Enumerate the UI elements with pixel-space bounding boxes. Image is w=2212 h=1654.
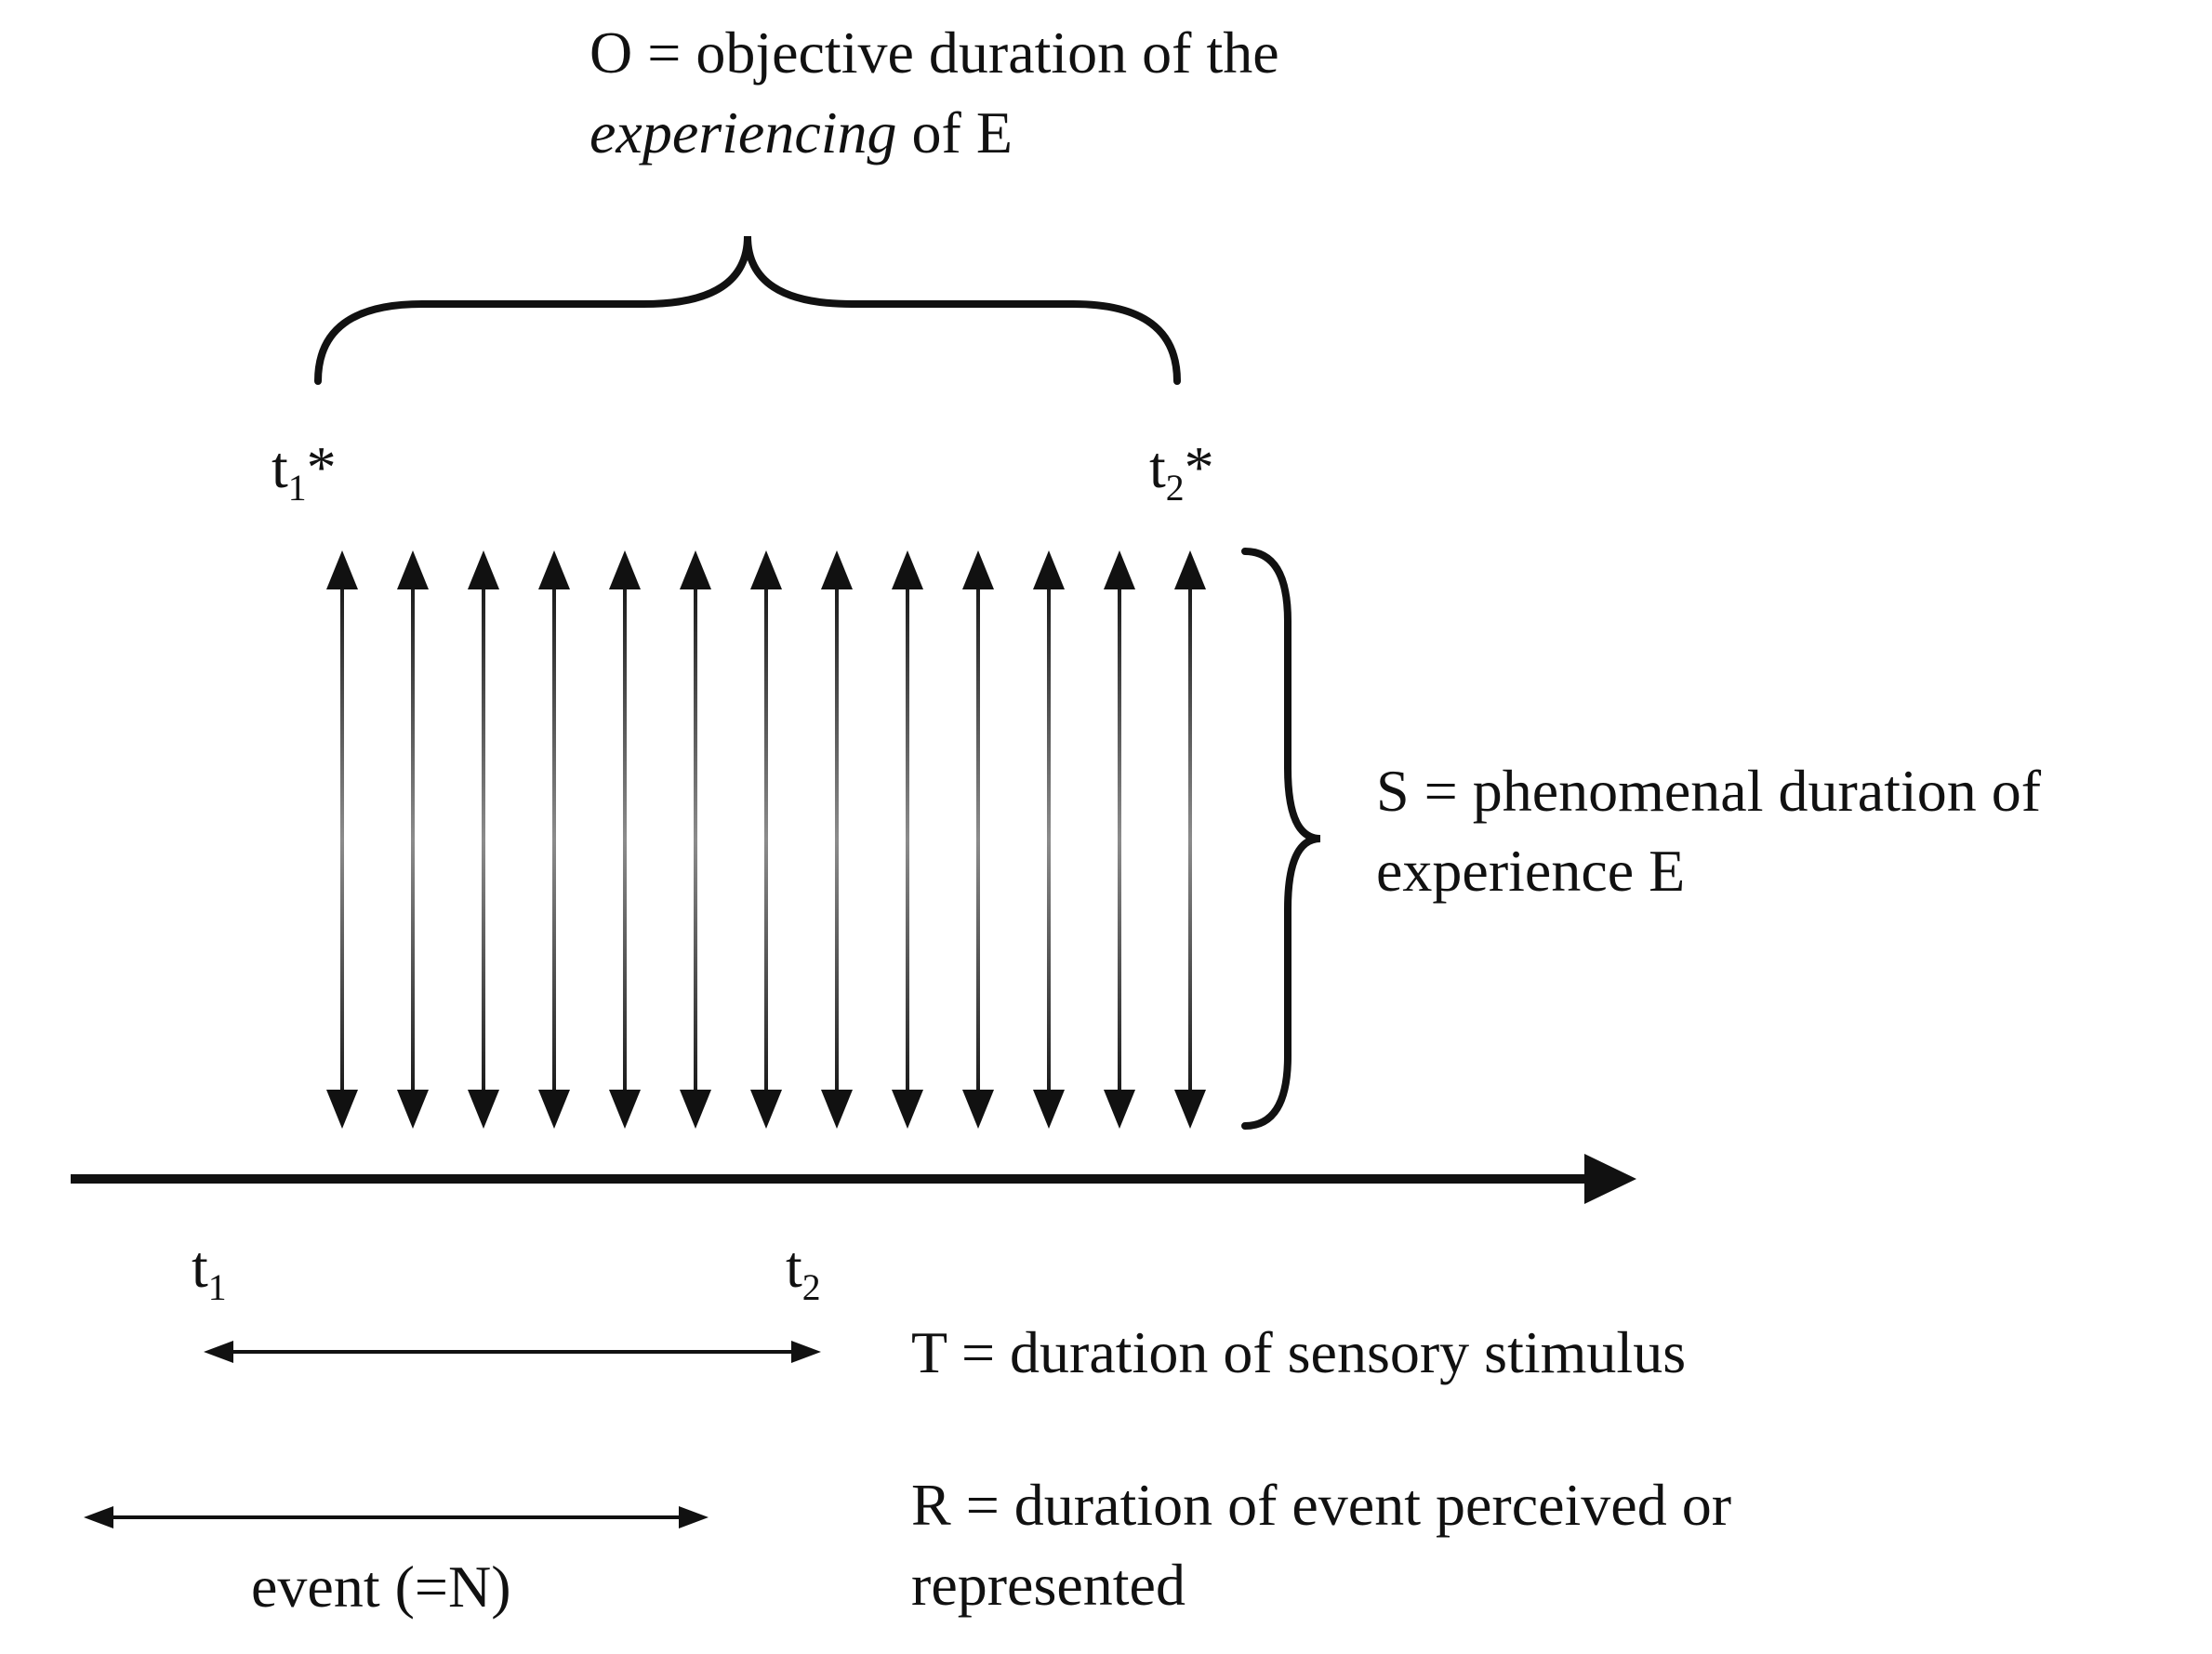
arrowhead-down-icon [750,1090,782,1129]
double-arrow-vertical [1103,550,1136,1129]
stimulus-duration-text: T = duration of sensory stimulus [911,1319,1687,1385]
arrowhead-up-icon [680,550,711,589]
arrowhead-down-icon [468,1090,499,1129]
phenomenal-duration-label: S = phenomenal duration of experience E [1376,751,2041,912]
double-arrow-vertical [537,550,571,1129]
arrowhead-up-icon [1104,550,1135,589]
arrowhead-up-icon [397,550,429,589]
arrowhead-up-icon [609,550,641,589]
double-arrow-vertical [1173,550,1207,1129]
objective-duration-line2-italic: experiencing [589,99,897,166]
double-arrow-vertical [325,550,359,1129]
arrowhead-up-icon [892,550,923,589]
double-arrow-vertical [608,550,642,1129]
double-arrow-vertical [1032,550,1066,1129]
event-arrow-text: event (=N) [251,1554,511,1620]
stimulus-duration-label: T = duration of sensory stimulus [911,1313,1686,1393]
t2-star-sub: 2 [1165,467,1185,509]
arrowhead-down-icon [538,1090,570,1129]
arrowhead-down-icon [1104,1090,1135,1129]
t1-sub: 1 [207,1266,227,1308]
double-arrow-vertical [467,550,500,1129]
arrowhead-up-icon [962,550,994,589]
t2-base: t [786,1234,802,1300]
t1-star-label: t1* [272,428,337,508]
event-arrow-label: event (=N) [251,1547,511,1627]
t1-star-sub: 1 [287,467,307,509]
arrow-shaft [976,589,980,1090]
arrow-shaft [411,589,415,1090]
double-arrow-vertical [891,550,924,1129]
arrowhead-up-icon [1033,550,1065,589]
arrow-shaft [764,589,768,1090]
timeline-axis [71,1174,1588,1184]
arrowhead-up-icon [538,550,570,589]
event-duration-line2: represented [911,1552,1185,1619]
arrow-shaft [552,589,556,1090]
double-arrow-vertical [679,550,712,1129]
arrow-shaft [623,589,627,1090]
arrow-shaft [1047,589,1051,1090]
double-arrow-vertical [820,550,854,1129]
double-arrow-vertical [961,550,995,1129]
arrow-shaft [906,589,909,1090]
arrowhead-up-icon [750,550,782,589]
arrowhead-down-icon [680,1090,711,1129]
phenomenal-duration-line2: experience E [1376,838,1686,905]
overbrace [314,235,1181,385]
t2-star-suffix: * [1184,434,1214,500]
arrowhead-down-icon [1174,1090,1206,1129]
arrowhead-down-icon [1033,1090,1065,1129]
objective-duration-line1: O = objective duration of the [589,20,1279,86]
event-duration-label: R = duration of event perceived or repre… [911,1465,1731,1626]
arrowhead-up-icon [326,550,358,589]
arrow-shaft [835,589,839,1090]
arrowhead-up-icon [1174,550,1206,589]
phenomenal-brace [1241,548,1321,1130]
double-arrow-vertical [396,550,430,1129]
t2-label: t2 [786,1227,821,1307]
event-duration-arrow [84,1506,709,1528]
timeline-arrowhead-icon [1584,1154,1636,1204]
arrowhead-down-icon [397,1090,429,1129]
event-duration-line1: R = duration of event perceived or [911,1472,1731,1538]
arrow-shaft [694,589,697,1090]
arrow-shaft [340,589,344,1090]
t2-sub: 2 [801,1266,821,1308]
stimulus-duration-arrow [204,1341,821,1363]
arrow-shaft [1188,589,1192,1090]
arrowhead-down-icon [821,1090,853,1129]
t1-base: t [192,1234,208,1300]
arrowhead-up-icon [468,550,499,589]
arrowhead-down-icon [892,1090,923,1129]
phenomenal-duration-line1: S = phenomenal duration of [1376,758,2042,824]
t2-star-base: t [1149,434,1166,500]
vertical-arrows [325,550,1207,1129]
t1-star-suffix: * [306,434,337,500]
arrowhead-down-icon [962,1090,994,1129]
arrowhead-down-icon [609,1090,641,1129]
double-arrow-vertical [749,550,783,1129]
objective-duration-label: O = objective duration of the experienci… [589,13,1279,174]
objective-duration-line2-rest: of E [896,99,1013,166]
arrow-shaft [1118,589,1121,1090]
arrow-shaft [482,589,485,1090]
t1-star-base: t [272,434,288,500]
arrowhead-up-icon [821,550,853,589]
t1-label: t1 [192,1227,227,1307]
t2-star-label: t2* [1149,428,1214,508]
arrowhead-down-icon [326,1090,358,1129]
